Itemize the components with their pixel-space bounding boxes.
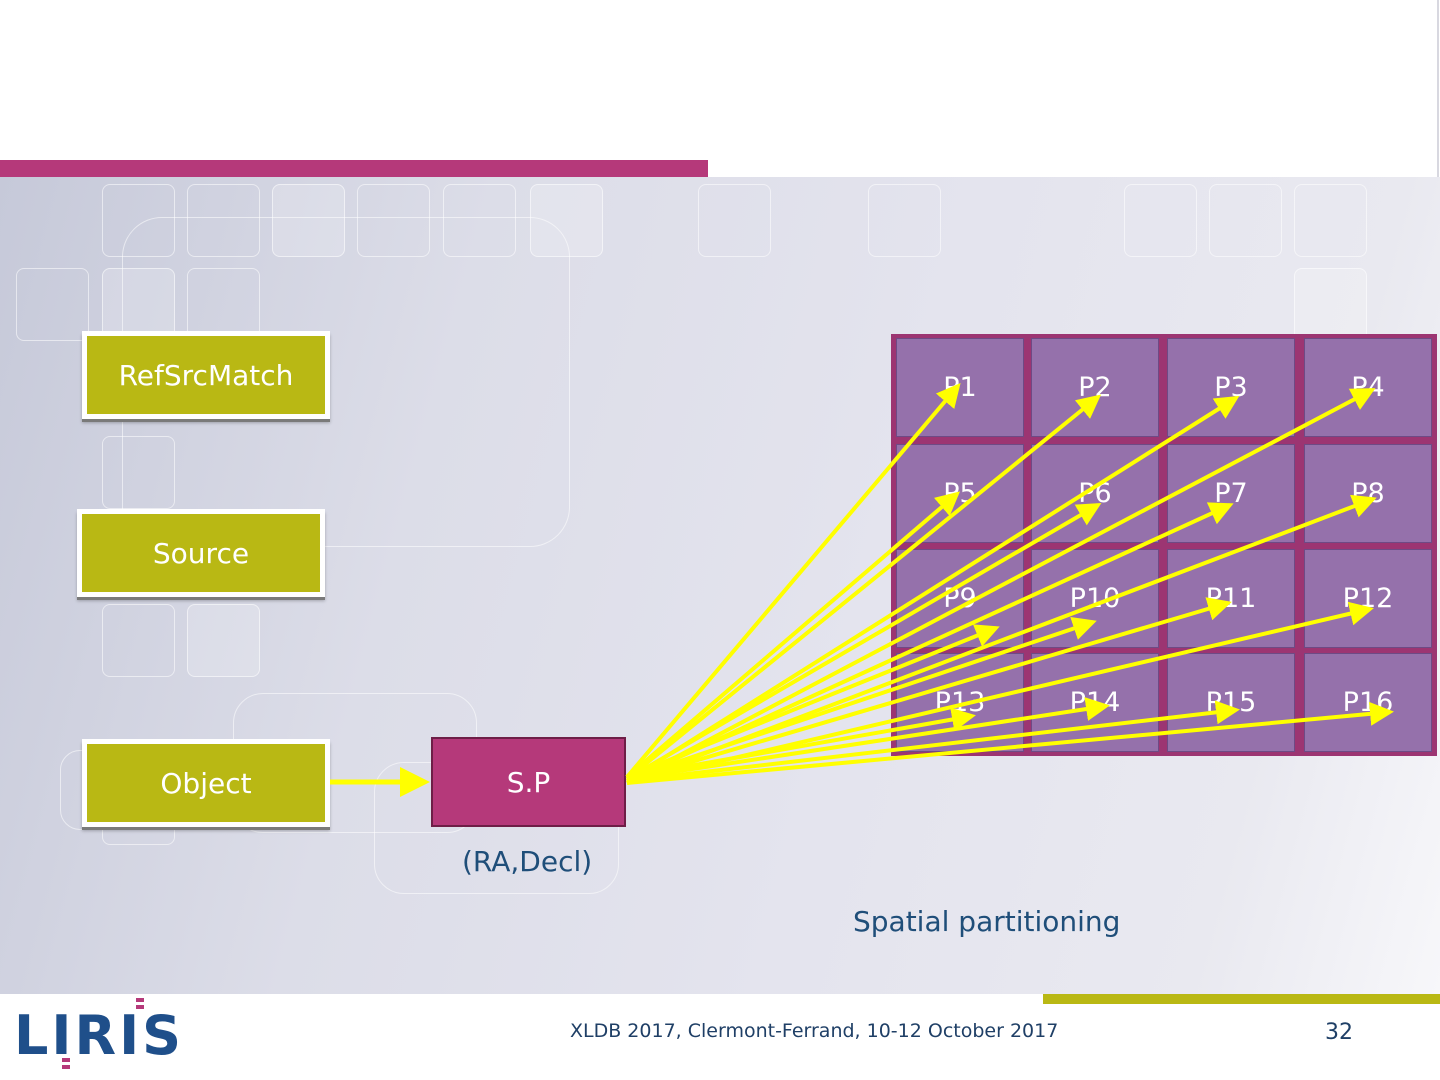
grid-caption: Spatial partitioning (853, 905, 1121, 938)
partition-label: P2 (1078, 372, 1112, 403)
svg-text:LIRIS: LIRIS (14, 1004, 184, 1067)
source-table-box: Source (77, 509, 325, 597)
header-accent-bar (0, 160, 708, 177)
refsrcmatch-table-box: RefSrcMatch (82, 331, 330, 419)
liris-logo: LIRIS (14, 996, 194, 1076)
partition-label: P3 (1214, 372, 1248, 403)
partition-label: P7 (1214, 478, 1248, 509)
object-table-box: Object (82, 739, 330, 827)
partition-label: P4 (1351, 372, 1385, 403)
footer-accent-bar (1043, 994, 1440, 1004)
partition-cell: P4 (1304, 338, 1432, 437)
source-label: Source (152, 536, 250, 570)
partition-cell: P2 (1031, 338, 1159, 437)
partition-cell: P10 (1031, 549, 1159, 648)
partition-cell: P9 (896, 549, 1024, 648)
partition-label: P10 (1069, 583, 1121, 614)
page-number: 32 (1325, 1020, 1353, 1045)
partition-cell: P5 (896, 444, 1024, 543)
sp-caption: (RA,Decl) (462, 845, 593, 878)
footer-event: XLDB 2017, Clermont-Ferrand, 10-12 Octob… (570, 1020, 1059, 1042)
partition-label: P1 (943, 372, 977, 403)
partition-label: P14 (1069, 687, 1121, 718)
partition-label: P5 (943, 478, 977, 509)
header-edge-line (1437, 0, 1439, 177)
refsrcmatch-label: RefSrcMatch (118, 358, 294, 392)
partition-cell: P13 (896, 653, 1024, 752)
partition-cell: P15 (1167, 653, 1295, 752)
partition-cell: P16 (1304, 653, 1432, 752)
partition-cell: P6 (1031, 444, 1159, 543)
partition-cell: P11 (1167, 549, 1295, 648)
partition-label: P16 (1342, 687, 1394, 718)
partition-label: P6 (1078, 478, 1112, 509)
partition-cell: P1 (896, 338, 1024, 437)
spatial-partition-box: S.P (431, 737, 626, 827)
sp-label: S.P (506, 765, 551, 799)
partition-label: P11 (1205, 583, 1257, 614)
liris-logo-graphic: LIRIS (14, 998, 184, 1069)
partition-label: P12 (1342, 583, 1394, 614)
partition-cell: P8 (1304, 444, 1432, 543)
partition-cell: P12 (1304, 549, 1432, 648)
partition-cell: P3 (1167, 338, 1295, 437)
partition-label: P9 (943, 583, 977, 614)
partition-label: P8 (1351, 478, 1385, 509)
object-label: Object (160, 766, 252, 800)
partition-label: P13 (934, 687, 986, 718)
partition-cell: P14 (1031, 653, 1159, 752)
partition-cell: P7 (1167, 444, 1295, 543)
partition-label: P15 (1205, 687, 1257, 718)
